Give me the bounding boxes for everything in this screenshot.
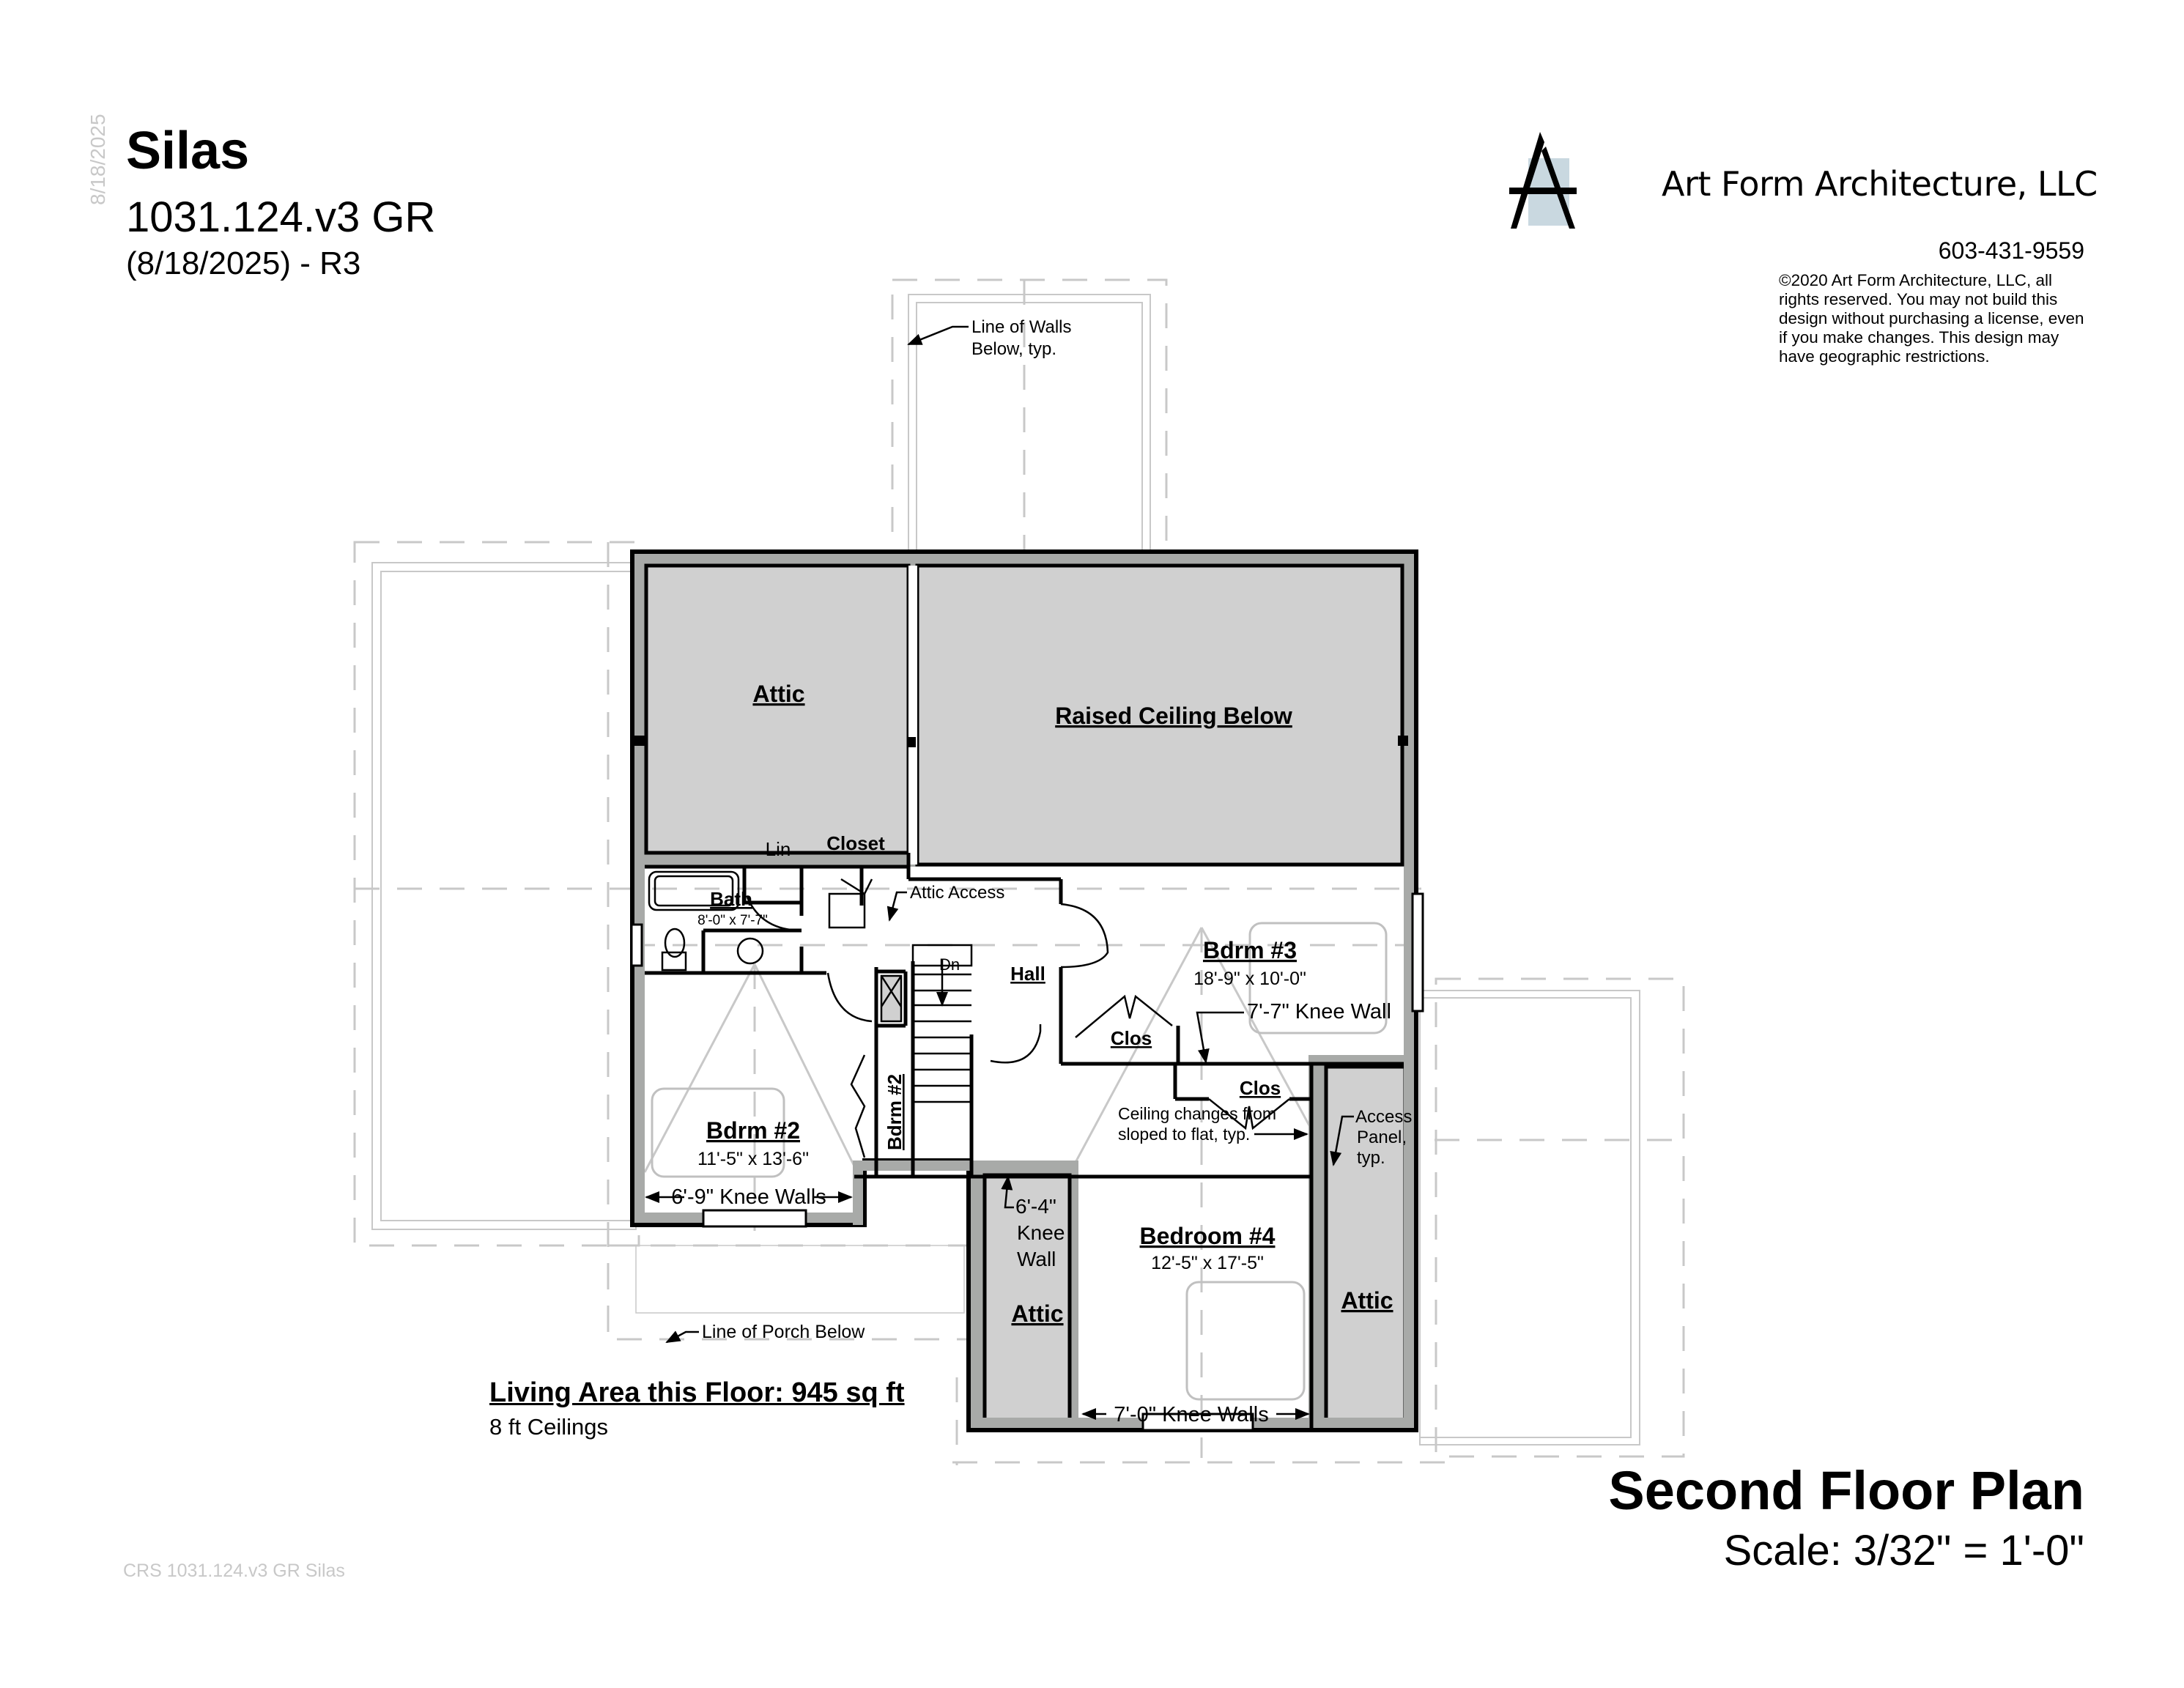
- label-knee-wall-64-1: 6'-4": [1015, 1195, 1056, 1218]
- label-attic-left: Attic: [1011, 1300, 1063, 1327]
- label-ceiling-note-2: sloped to flat, typ.: [1118, 1125, 1250, 1144]
- label-bdrm3: Bdrm #3: [1203, 937, 1297, 963]
- label-bedroom4-dims: 12'-5" x 17'-5": [1151, 1253, 1264, 1273]
- label-attic-access: Attic Access: [910, 883, 1004, 903]
- furniture-below: [651, 922, 1388, 1401]
- walls-below-lines: [353, 278, 1685, 1465]
- plan-revision: (8/18/2025) - R3: [126, 245, 361, 281]
- leader-arrows: [645, 325, 1354, 1420]
- label-bdrm3-dims: 18'-9" x 10'-0": [1193, 969, 1306, 989]
- label-attic-top: Attic: [752, 681, 804, 707]
- plan-title: Silas: [126, 122, 250, 180]
- company-name: Art Form Architecture, LLC: [1662, 164, 2098, 204]
- label-bath: Bath: [710, 888, 752, 910]
- label-dn: Dn: [939, 955, 960, 974]
- label-bdrm2-closet: Bdrm #2: [884, 1074, 906, 1150]
- company-phone: 603-431-9559: [1938, 237, 2084, 264]
- label-bdrm2-dims: 11'-5" x 13'-6": [697, 1149, 809, 1169]
- label-knee-walls-bdrm4: 7'-0" Knee Walls: [1114, 1403, 1268, 1426]
- attic-zones: [632, 552, 1416, 1432]
- label-attic-right: Attic: [1341, 1287, 1393, 1314]
- label-line-of-walls-2: Below, typ.: [971, 339, 1056, 359]
- label-closet: Closet: [826, 832, 885, 854]
- label-clos-bdrm3: Clos: [1111, 1027, 1152, 1049]
- copyright-notice: ©2020 Art Form Architecture, LLC, all ri…: [1779, 271, 2084, 366]
- drawing-scale: Scale: 3/32" = 1'-0": [1723, 1527, 2084, 1574]
- label-knee-wall-bdrm3: 7'-7" Knee Wall: [1247, 1000, 1391, 1023]
- plan-number: 1031.124.v3 GR: [126, 193, 436, 241]
- label-access-panel-1: Access: [1355, 1107, 1412, 1127]
- windows: [630, 892, 1424, 1432]
- label-access-panel-2: Panel,: [1357, 1128, 1407, 1147]
- af-monogram-logo-icon: [1509, 132, 1577, 229]
- label-line-of-walls-1: Line of Walls: [971, 317, 1072, 337]
- label-bedroom4: Bedroom #4: [1140, 1223, 1276, 1249]
- label-knee-walls-bdrm2: 6'-9" Knee Walls: [671, 1185, 826, 1209]
- label-knee-wall-64-3: Wall: [1017, 1248, 1056, 1270]
- fixtures: [648, 870, 1290, 1158]
- label-lin: Lin: [766, 838, 791, 860]
- label-hall: Hall: [1010, 963, 1045, 985]
- living-area-note: Living Area this Floor: 945 sq ft: [489, 1377, 905, 1408]
- sheet-title: Second Floor Plan: [1608, 1460, 2084, 1521]
- label-line-of-porch: Line of Porch Below: [702, 1322, 865, 1342]
- room-labels: Attic Raised Ceiling Below Lin Closet Ba…: [671, 317, 1412, 1426]
- footer-file-code: CRS 1031.124.v3 GR Silas: [123, 1561, 345, 1581]
- interior-walls: [645, 853, 1404, 1430]
- label-ceiling-note-1: Ceiling changes from: [1118, 1104, 1276, 1123]
- label-raised-ceiling: Raised Ceiling Below: [1055, 703, 1292, 729]
- ceiling-height-note: 8 ft Ceilings: [489, 1414, 608, 1440]
- label-clos-bdrm4: Clos: [1240, 1077, 1281, 1099]
- label-access-panel-3: typ.: [1357, 1148, 1385, 1168]
- label-bath-dims: 8'-0" x 7'-7": [697, 913, 768, 928]
- label-bdrm2: Bdrm #2: [706, 1117, 800, 1144]
- label-knee-wall-64-2: Knee: [1017, 1221, 1065, 1244]
